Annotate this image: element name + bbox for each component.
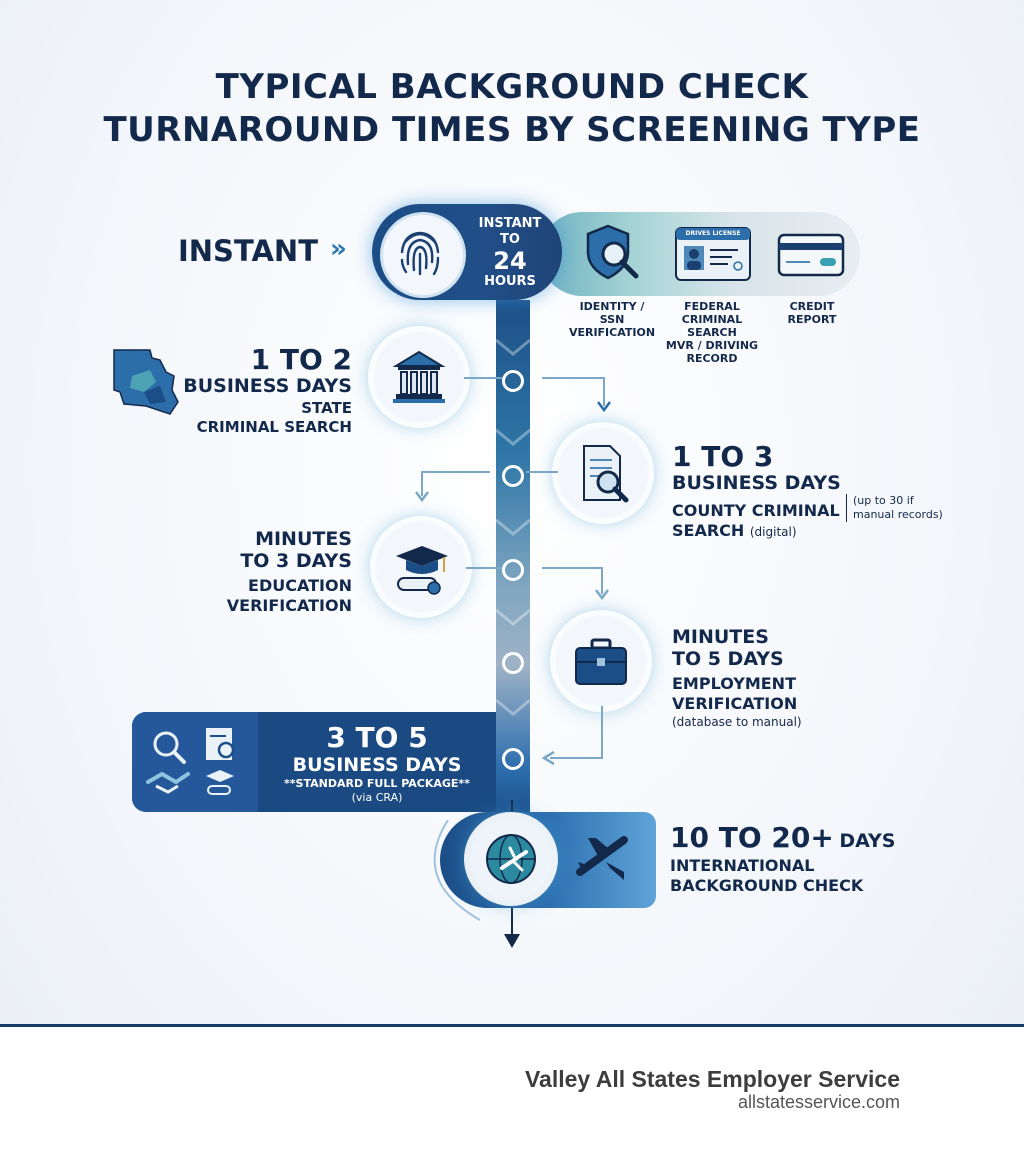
time-small-2: TO (500, 232, 520, 247)
state-connector (464, 377, 611, 413)
employment-time-2: TO 5 DAYS (672, 648, 784, 670)
label-line: IDENTITY / (579, 300, 645, 313)
label-line: CREDIT (789, 300, 835, 313)
label-line: MVR / DRIVING (665, 339, 759, 352)
state-name-2: CRIMINAL SEARCH (196, 418, 352, 436)
label-line: CRIMINAL SEARCH (681, 313, 743, 339)
airplane-icon (572, 826, 636, 890)
fingerprint-icon (380, 212, 466, 298)
shield-magnifier-icon (580, 220, 646, 286)
document-icon (206, 728, 235, 760)
credit-card-icon (776, 232, 848, 280)
label-line: FEDERAL (684, 300, 740, 313)
education-step-text: MINUTES TO 3 DAYS EDUCATION VERIFICATION (180, 528, 352, 616)
employment-time-1: MINUTES (672, 626, 769, 648)
county-note: (up to 30 if manual records) (846, 494, 943, 522)
timeline-node (502, 465, 524, 487)
search-icon (153, 731, 186, 764)
international-time-1: 10 TO 20+ (670, 821, 834, 854)
page-title: TYPICAL BACKGROUND CHECK TURNAROUND TIME… (0, 66, 1024, 152)
instant-label: INSTANT (178, 234, 318, 268)
instant-item-1-label: IDENTITY / SSN VERIFICATION (566, 300, 658, 339)
international-time-row: 10 TO 20+ DAYS (670, 822, 910, 854)
county-time-2: BUSINESS DAYS (672, 472, 841, 494)
orbit-arc (433, 820, 480, 921)
state-step-text: 1 TO 2 BUSINESS DAYS STATE CRIMINAL SEAR… (176, 345, 352, 437)
county-note-1: (up to 30 if (853, 494, 914, 507)
footer-divider (0, 1024, 1024, 1027)
title-line-1: TYPICAL BACKGROUND CHECK (215, 67, 809, 107)
package-icons (132, 712, 258, 812)
footer (0, 1027, 1024, 1154)
graduation-cap-icon (206, 770, 234, 795)
timeline-node (502, 652, 524, 674)
timeline-node (502, 370, 524, 392)
time-big: 24 (493, 247, 527, 275)
brand-website: allstatesservice.com (737, 1092, 900, 1112)
time-small-1: INSTANT (478, 216, 542, 231)
standard-time-2: BUSINESS DAYS (292, 754, 462, 776)
standard-name-1: **STANDARD FULL PACKAGE** (284, 777, 470, 790)
international-name-2: BACKGROUND CHECK (670, 876, 864, 895)
briefcase-icon (556, 616, 646, 706)
globe-icon (470, 818, 552, 900)
handshake-icon (146, 771, 190, 794)
employment-connector (541, 706, 603, 766)
timeline-arrow-icon (504, 934, 520, 948)
education-name-1: EDUCATION (248, 576, 352, 595)
county-name-2: SEARCH (672, 521, 745, 540)
spine-chevrons (496, 338, 530, 716)
drivers-license-icon: DRIVES LICENSE (670, 224, 756, 284)
standard-time-1: 3 TO 5 (326, 721, 428, 754)
international-time-suffix: DAYS (839, 830, 896, 852)
education-time-1: MINUTES (255, 528, 352, 550)
state-time-2: BUSINESS DAYS (183, 375, 352, 397)
instant-item-3-label: CREDIT REPORT (774, 300, 850, 326)
county-name-1: COUNTY CRIMINAL (672, 501, 840, 520)
courthouse-icon (374, 332, 464, 422)
label-line: REPORT (787, 313, 837, 326)
instant-item-2-label: FEDERAL CRIMINAL SEARCH MVR / DRIVING RE… (656, 300, 768, 365)
license-text: DRIVES LICENSE (685, 230, 741, 237)
instant-time-label: INSTANT TO 24 HOURS (464, 216, 556, 290)
standard-package-box: 3 TO 5 BUSINESS DAYS **STANDARD FULL PAC… (132, 712, 496, 812)
employment-name-1: EMPLOYMENT (672, 674, 796, 693)
county-name-suffix: (digital) (749, 525, 797, 539)
employment-note: (database to manual) (672, 715, 802, 729)
standard-name-2: (via CRA) (351, 791, 403, 804)
international-name-1: INTERNATIONAL (670, 856, 815, 875)
label-line: SSN (599, 313, 625, 326)
state-map-icon (110, 346, 182, 418)
chevron-right-icon: » (330, 234, 347, 264)
document-search-icon (558, 428, 648, 518)
standard-step-text: 3 TO 5 BUSINESS DAYS **STANDARD FULL PAC… (258, 722, 496, 805)
county-time-1: 1 TO 3 (672, 440, 774, 473)
label-line: VERIFICATION (568, 326, 656, 339)
timeline-node (502, 559, 524, 581)
education-connector (466, 567, 609, 601)
education-time-2: TO 3 DAYS (240, 550, 352, 572)
international-step-text: 10 TO 20+ DAYS INTERNATIONAL BACKGROUND … (670, 822, 910, 896)
title-line-2: TURNAROUND TIMES BY SCREENING TYPE (103, 110, 921, 150)
timeline-node (502, 748, 524, 770)
graduation-cap-icon (376, 522, 466, 612)
employment-name-2: VERIFICATION (672, 694, 798, 713)
county-connector (415, 471, 558, 503)
employment-step-text: MINUTES TO 5 DAYS EMPLOYMENT VERIFICATIO… (672, 626, 852, 730)
label-line: RECORD (686, 352, 738, 365)
education-name-2: VERIFICATION (226, 596, 352, 615)
county-name-2-row: SEARCH (digital) (672, 521, 852, 542)
time-small-3: HOURS (484, 274, 536, 289)
county-step-text: 1 TO 3 BUSINESS DAYS COUNTY CRIMINAL SEA… (672, 442, 852, 542)
state-name-1: STATE (301, 399, 352, 417)
brand-name: Valley All States Employer Service (524, 1066, 900, 1092)
state-time-1: 1 TO 2 (250, 343, 352, 376)
county-note-2: manual records) (853, 508, 943, 521)
